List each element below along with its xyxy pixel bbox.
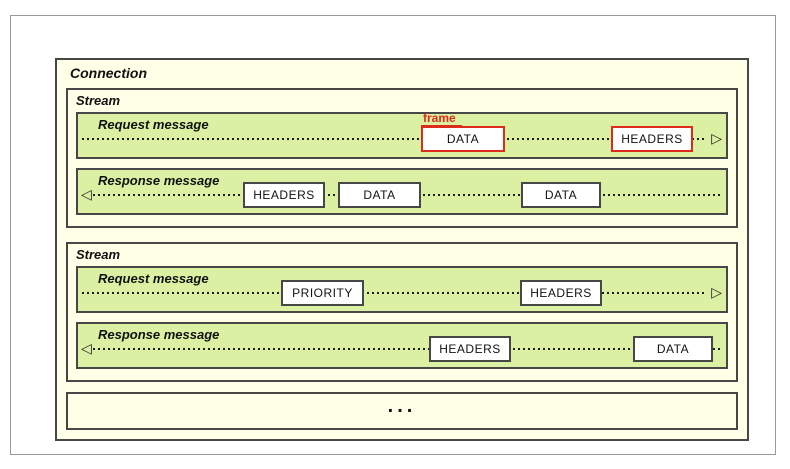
right-arrow-icon: ▷ xyxy=(711,131,722,147)
request-dotted-line xyxy=(82,292,704,294)
outer-frame: Connection Stream Request message ▷ fram… xyxy=(10,15,776,455)
request-message-label: Request message xyxy=(98,271,209,286)
frame-box-data: DATA xyxy=(521,182,601,208)
ellipsis-box: ... xyxy=(66,392,738,430)
frame-box-headers: HEADERS xyxy=(520,280,602,306)
response-message-label: Response message xyxy=(98,327,220,342)
left-arrow-icon: ◁ xyxy=(81,341,92,357)
left-arrow-icon: ◁ xyxy=(81,187,92,203)
connection-box: Connection Stream Request message ▷ fram… xyxy=(55,58,749,441)
frame-box-data: DATA xyxy=(338,182,421,208)
frame-box-headers: HEADERS xyxy=(243,182,325,208)
frame-box-data: DATA xyxy=(421,126,505,152)
ellipsis-label: ... xyxy=(387,395,417,417)
frame-box-data: DATA xyxy=(633,336,713,362)
response-message-row: Response message ◁ HEADERS DATA xyxy=(76,322,728,369)
frame-box-headers: HEADERS xyxy=(611,126,693,152)
stream-label: Stream xyxy=(76,247,121,262)
response-message-label: Response message xyxy=(98,173,220,188)
stream-box-1: Stream Request message ▷ frame DATA HEAD… xyxy=(66,88,738,228)
connection-label: Connection xyxy=(70,65,147,81)
response-dotted-line xyxy=(93,348,722,350)
frame-box-priority: PRIORITY xyxy=(281,280,364,306)
frame-annotation: frame xyxy=(421,111,462,127)
stream-box-2: Stream Request message ▷ PRIORITY HEADER… xyxy=(66,242,738,382)
request-message-row: Request message ▷ frame DATA HEADERS xyxy=(76,111,728,159)
request-message-row: Request message ▷ PRIORITY HEADERS xyxy=(76,266,728,313)
response-message-row: Response message ◁ HEADERS DATA DATA xyxy=(76,168,728,215)
frame-box-headers: HEADERS xyxy=(429,336,511,362)
request-dotted-line xyxy=(82,138,704,140)
right-arrow-icon: ▷ xyxy=(711,285,722,301)
stream-label: Stream xyxy=(76,93,121,108)
request-message-label: Request message xyxy=(98,117,209,132)
